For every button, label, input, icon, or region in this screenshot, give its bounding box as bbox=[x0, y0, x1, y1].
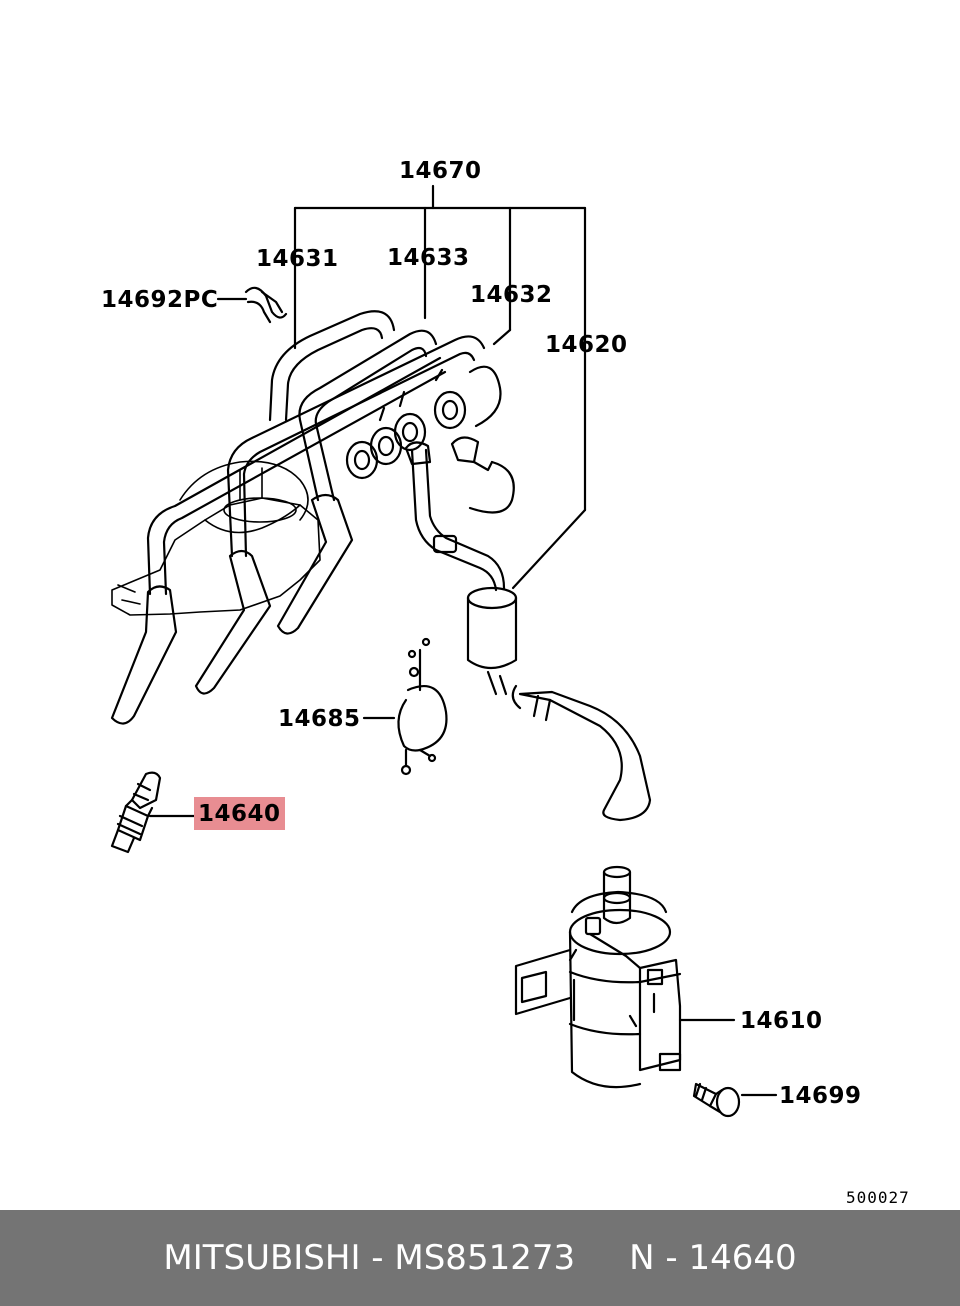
plug-boots bbox=[110, 493, 354, 725]
clip-part bbox=[244, 286, 288, 324]
label-14631[interactable]: 14631 bbox=[256, 246, 339, 272]
label-14632[interactable]: 14632 bbox=[470, 282, 553, 308]
label-14620[interactable]: 14620 bbox=[545, 332, 628, 358]
footer-position: N - 14640 bbox=[629, 1238, 797, 1278]
label-14685[interactable]: 14685 bbox=[278, 706, 361, 732]
parts-diagram: 14670 14631 14633 14632 14692PC 14620 14… bbox=[101, 158, 910, 1207]
spark-plug-part bbox=[110, 771, 162, 854]
label-14692pc[interactable]: 14692PC bbox=[101, 287, 219, 313]
drawing-code: 500027 bbox=[846, 1188, 910, 1207]
footer-part-number: MS851273 bbox=[394, 1238, 576, 1278]
diagram-drawing bbox=[110, 184, 778, 1118]
footer-brand: MITSUBISHI bbox=[163, 1238, 361, 1278]
label-14670[interactable]: 14670 bbox=[399, 158, 482, 184]
ignition-cables bbox=[146, 310, 486, 596]
coil-cable bbox=[404, 441, 652, 822]
cap-connectors bbox=[345, 365, 502, 480]
label-14633[interactable]: 14633 bbox=[387, 245, 470, 271]
center-connector bbox=[450, 436, 515, 514]
footer-bar: MITSUBISHI - MS851273 N - 14640 bbox=[0, 1210, 960, 1306]
footer-text: MITSUBISHI - MS851273 N - 14640 bbox=[163, 1238, 796, 1278]
label-14610[interactable]: 14610 bbox=[740, 1008, 823, 1034]
bolt-part bbox=[692, 1082, 741, 1118]
label-14699[interactable]: 14699 bbox=[779, 1083, 862, 1109]
distributor-body bbox=[111, 460, 321, 616]
leader-lines bbox=[148, 184, 778, 1097]
footer-separator: - bbox=[360, 1238, 395, 1278]
gasket-part bbox=[397, 637, 448, 776]
label-14640-highlighted[interactable]: 14640 bbox=[194, 797, 285, 830]
ignition-coil-part bbox=[514, 865, 682, 1089]
footer-gap bbox=[575, 1238, 629, 1278]
